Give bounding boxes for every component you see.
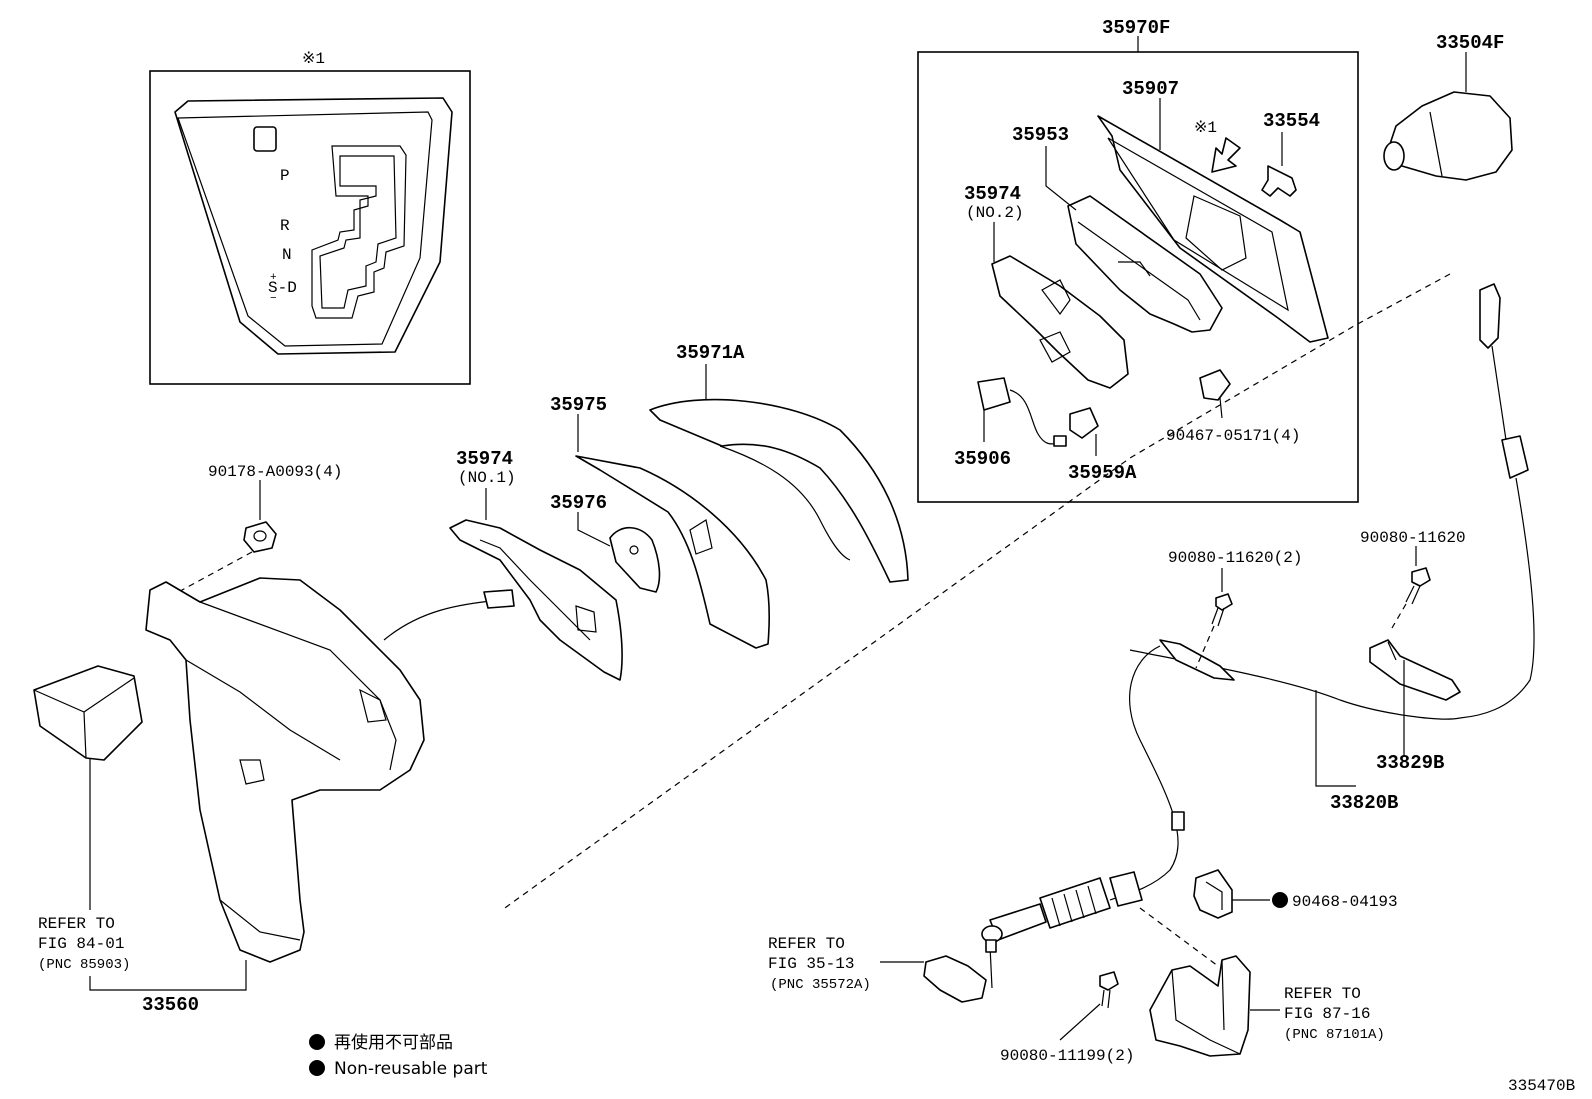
label-90178: 90178-A0093(4) xyxy=(208,463,342,481)
part-35906-shape xyxy=(977,377,1011,411)
ref-87-16: REFER TO FIG 87-16 (PNC 87101A) xyxy=(1284,985,1385,1043)
legend: 再使用不可部品 Non-reusable part xyxy=(309,1032,488,1079)
assembly-35970F: 35970F 35907 ※1 33554 35953 35974 (NO.2) xyxy=(917,17,1359,503)
ref-a-line1: REFER TO xyxy=(38,915,115,933)
label-33504F: 33504F xyxy=(1436,32,1504,54)
upper-shift-cable xyxy=(1459,283,1535,719)
part-33560: 33560 xyxy=(89,577,515,1016)
part-cover-84-01 xyxy=(33,665,143,910)
part-90080-11620-2: 90080-11620(2) xyxy=(1168,549,1302,669)
part-90467-shape xyxy=(1199,369,1231,401)
diagram-id: 335470B xyxy=(1508,1077,1575,1095)
legend-dot-icon-jp xyxy=(309,1034,325,1050)
ref-b-line1: REFER TO xyxy=(768,935,845,953)
inset-note-mark: ※1 xyxy=(302,50,325,68)
part-35971A: 35971A xyxy=(649,342,909,583)
gate-label-n: N xyxy=(282,246,292,264)
label-90467: 90467-05171(4) xyxy=(1166,427,1300,445)
dashed-guide-main xyxy=(501,273,1451,911)
part-35974-no2-shape xyxy=(991,255,1129,389)
ref-b-line3: (PNC 35572A) xyxy=(770,977,871,993)
label-35974-no2: 35974 xyxy=(964,183,1021,205)
part-90080-11620: 90080-11620 xyxy=(1360,529,1466,629)
label-35970F: 35970F xyxy=(1102,17,1170,39)
part-90178: 90178-A0093(4) xyxy=(159,463,342,603)
legend-jp: 再使用不可部品 xyxy=(334,1032,453,1053)
label-33829B: 33829B xyxy=(1376,752,1444,774)
part-33829B: 33829B xyxy=(1369,639,1461,774)
part-33504F: 33504F xyxy=(1383,32,1513,181)
part-lever-35-13 xyxy=(880,939,997,1003)
part-33820B: 33820B xyxy=(981,639,1461,967)
label-33820B: 33820B xyxy=(1330,792,1398,814)
part-35953-shape xyxy=(1067,195,1223,333)
gate-label-plus: + xyxy=(270,272,277,284)
label-no2: (NO.2) xyxy=(966,204,1024,222)
label-35953: 35953 xyxy=(1012,124,1069,146)
part-35959A-shape xyxy=(1069,407,1099,439)
label-35907: 35907 xyxy=(1122,78,1179,100)
ref-c-line3: (PNC 87101A) xyxy=(1284,1027,1385,1043)
arrow-icon xyxy=(1211,137,1241,173)
part-35976: 35976 xyxy=(550,492,661,593)
gate-label-p: P xyxy=(280,167,290,185)
label-35974-no1: 35974 xyxy=(456,448,513,470)
ref-a-line3: (PNC 85903) xyxy=(38,957,130,973)
gate-label-r: R xyxy=(280,217,290,235)
label-90080-11620: 90080-11620 xyxy=(1360,529,1466,547)
label-35975: 35975 xyxy=(550,394,607,416)
label-no1: (NO.1) xyxy=(458,469,516,487)
ref-a-line2: FIG 84-01 xyxy=(38,935,124,953)
ref-35-13: REFER TO FIG 35-13 (PNC 35572A) xyxy=(768,935,871,993)
ref-c-line2: FIG 87-16 xyxy=(1284,1005,1370,1023)
label-35971A: 35971A xyxy=(676,342,745,364)
part-bracket-87-16 xyxy=(1149,955,1280,1057)
part-90080-11199: 90080-11199(2) xyxy=(1000,971,1134,1065)
ref-c-line1: REFER TO xyxy=(1284,985,1361,1003)
label-35906: 35906 xyxy=(954,448,1011,470)
ref-b-line2: FIG 35-13 xyxy=(768,955,854,973)
part-33554-shape xyxy=(1261,165,1297,197)
part-35975: 35975 xyxy=(550,394,771,649)
gate-label-minus: − xyxy=(270,293,277,305)
legend-dot-icon-en xyxy=(309,1060,325,1076)
label-35976: 35976 xyxy=(550,492,607,514)
label-90080-11620-2: 90080-11620(2) xyxy=(1168,549,1302,567)
label-90080-11199: 90080-11199(2) xyxy=(1000,1047,1134,1065)
part-35974-no1: 35974 (NO.1) xyxy=(449,448,623,681)
arrow-note-mark: ※1 xyxy=(1194,119,1217,137)
non-reusable-dot-icon xyxy=(1272,892,1288,908)
part-35907-shape xyxy=(1097,115,1329,343)
label-35959A: 35959A xyxy=(1068,462,1137,484)
part-90468: 90468-04193 xyxy=(1193,869,1398,919)
inset-gate-plate: ※1 P R N + S-D − xyxy=(149,50,471,385)
label-33560: 33560 xyxy=(142,994,199,1016)
legend-en: Non-reusable part xyxy=(334,1059,488,1079)
label-33554: 33554 xyxy=(1263,110,1320,132)
label-90468: 90468-04193 xyxy=(1292,893,1398,911)
gate-label-sd: S-D xyxy=(268,279,297,297)
ref-84-01: REFER TO FIG 84-01 (PNC 85903) xyxy=(38,915,130,973)
